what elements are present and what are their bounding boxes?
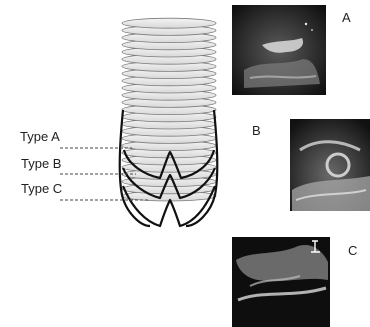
panel-label-a: A bbox=[342, 10, 351, 25]
type-b-label: Type B bbox=[21, 156, 61, 171]
echo-image-b bbox=[290, 119, 370, 211]
echo-image-a bbox=[232, 5, 326, 95]
panel-label-b: B bbox=[252, 123, 261, 138]
echo-image-c bbox=[232, 237, 330, 327]
graft-ring bbox=[122, 18, 216, 28]
type-c-label: Type C bbox=[21, 181, 62, 196]
graft-tube bbox=[122, 18, 216, 201]
type-a-label: Type A bbox=[20, 129, 60, 144]
panel-label-c: C bbox=[348, 243, 357, 258]
